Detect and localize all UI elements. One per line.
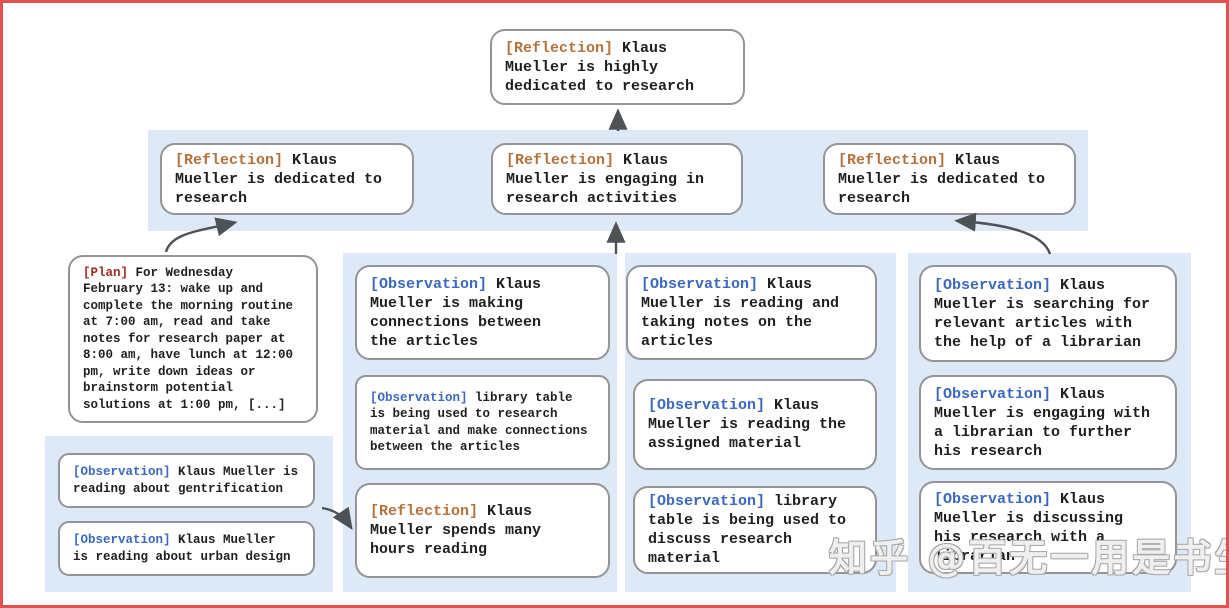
observation-tag: [Observation] (370, 390, 468, 405)
reflection-tag: [Reflection] (838, 151, 947, 169)
node-root-reflection: [Reflection] Klaus Mueller is highly ded… (490, 29, 745, 105)
node-text: For Wednesday February 13: wake up and c… (83, 265, 294, 412)
node-reflection-left: [Reflection] Klaus Mueller is dedicated … (160, 143, 414, 215)
node-text: Klaus Mueller is making connections betw… (370, 275, 542, 350)
node-text: Klaus Mueller is reading and taking note… (641, 275, 840, 350)
node-text: Klaus Mueller is engaging with a librari… (934, 385, 1151, 460)
reflection-tag: [Reflection] (505, 39, 614, 57)
node-obs-discussing-librarian: [Observation] Klaus Mueller is discussin… (919, 481, 1177, 574)
reflection-tag: [Reflection] (506, 151, 615, 169)
node-obs-gentrification: [Observation] Klaus Mueller is reading a… (58, 453, 315, 508)
node-text: Klaus Mueller is dedicated to research (838, 151, 1046, 207)
node-obs-assigned-material: [Observation] Klaus Mueller is reading t… (633, 379, 877, 470)
node-text: Klaus Mueller is highly dedicated to res… (505, 39, 695, 95)
node-obs-table-research: [Observation] library table is being use… (355, 375, 610, 470)
plan-tag: [Plan] (83, 265, 129, 280)
node-obs-searching-articles: [Observation] Klaus Mueller is searching… (919, 265, 1177, 362)
observation-tag: [Observation] (73, 533, 171, 547)
node-obs-engaging-librarian: [Observation] Klaus Mueller is engaging … (919, 375, 1177, 470)
node-text: library table is being used to discuss r… (648, 493, 847, 567)
node-text: Klaus Mueller is searching for relevant … (934, 276, 1151, 351)
node-reflection-middle: [Reflection] Klaus Mueller is engaging i… (491, 143, 743, 215)
reflection-tag: [Reflection] (370, 503, 479, 520)
node-obs-taking-notes: [Observation] Klaus Mueller is reading a… (626, 265, 877, 360)
node-obs-table-discuss: [Observation] library table is being use… (633, 486, 877, 574)
node-text: Klaus Mueller is discussing his research… (934, 490, 1124, 565)
node-obs-urban-design: [Observation] Klaus Mueller is reading a… (58, 521, 315, 576)
observation-tag: [Observation] (648, 493, 766, 510)
node-text: Klaus Mueller is dedicated to research (175, 151, 383, 207)
node-text: library table is being used to research … (370, 390, 588, 455)
node-reflection-hours: [Reflection] Klaus Mueller spends many h… (355, 483, 610, 578)
observation-tag: [Observation] (370, 275, 488, 293)
observation-tag: [Observation] (641, 275, 759, 293)
observation-tag: [Observation] (648, 397, 766, 414)
reflection-tag: [Reflection] (175, 151, 284, 169)
node-text: Klaus Mueller is reading the assigned ma… (648, 397, 847, 452)
node-reflection-right: [Reflection] Klaus Mueller is dedicated … (823, 143, 1076, 215)
node-text: Klaus Mueller is reading about gentrific… (73, 465, 299, 496)
node-text: Klaus Mueller is engaging in research ac… (506, 151, 705, 207)
observation-tag: [Observation] (73, 465, 171, 479)
observation-tag: [Observation] (934, 490, 1052, 508)
observation-tag: [Observation] (934, 276, 1052, 294)
node-plan: [Plan] For Wednesday February 13: wake u… (68, 255, 318, 423)
observation-tag: [Observation] (934, 385, 1052, 403)
node-text: Klaus Mueller is reading about urban des… (73, 533, 291, 564)
node-text: Klaus Mueller spends many hours reading (370, 503, 542, 558)
node-obs-connections: [Observation] Klaus Mueller is making co… (355, 265, 610, 360)
zhihu-watermark: 知乎 @百无一用是书生 (829, 536, 1229, 580)
